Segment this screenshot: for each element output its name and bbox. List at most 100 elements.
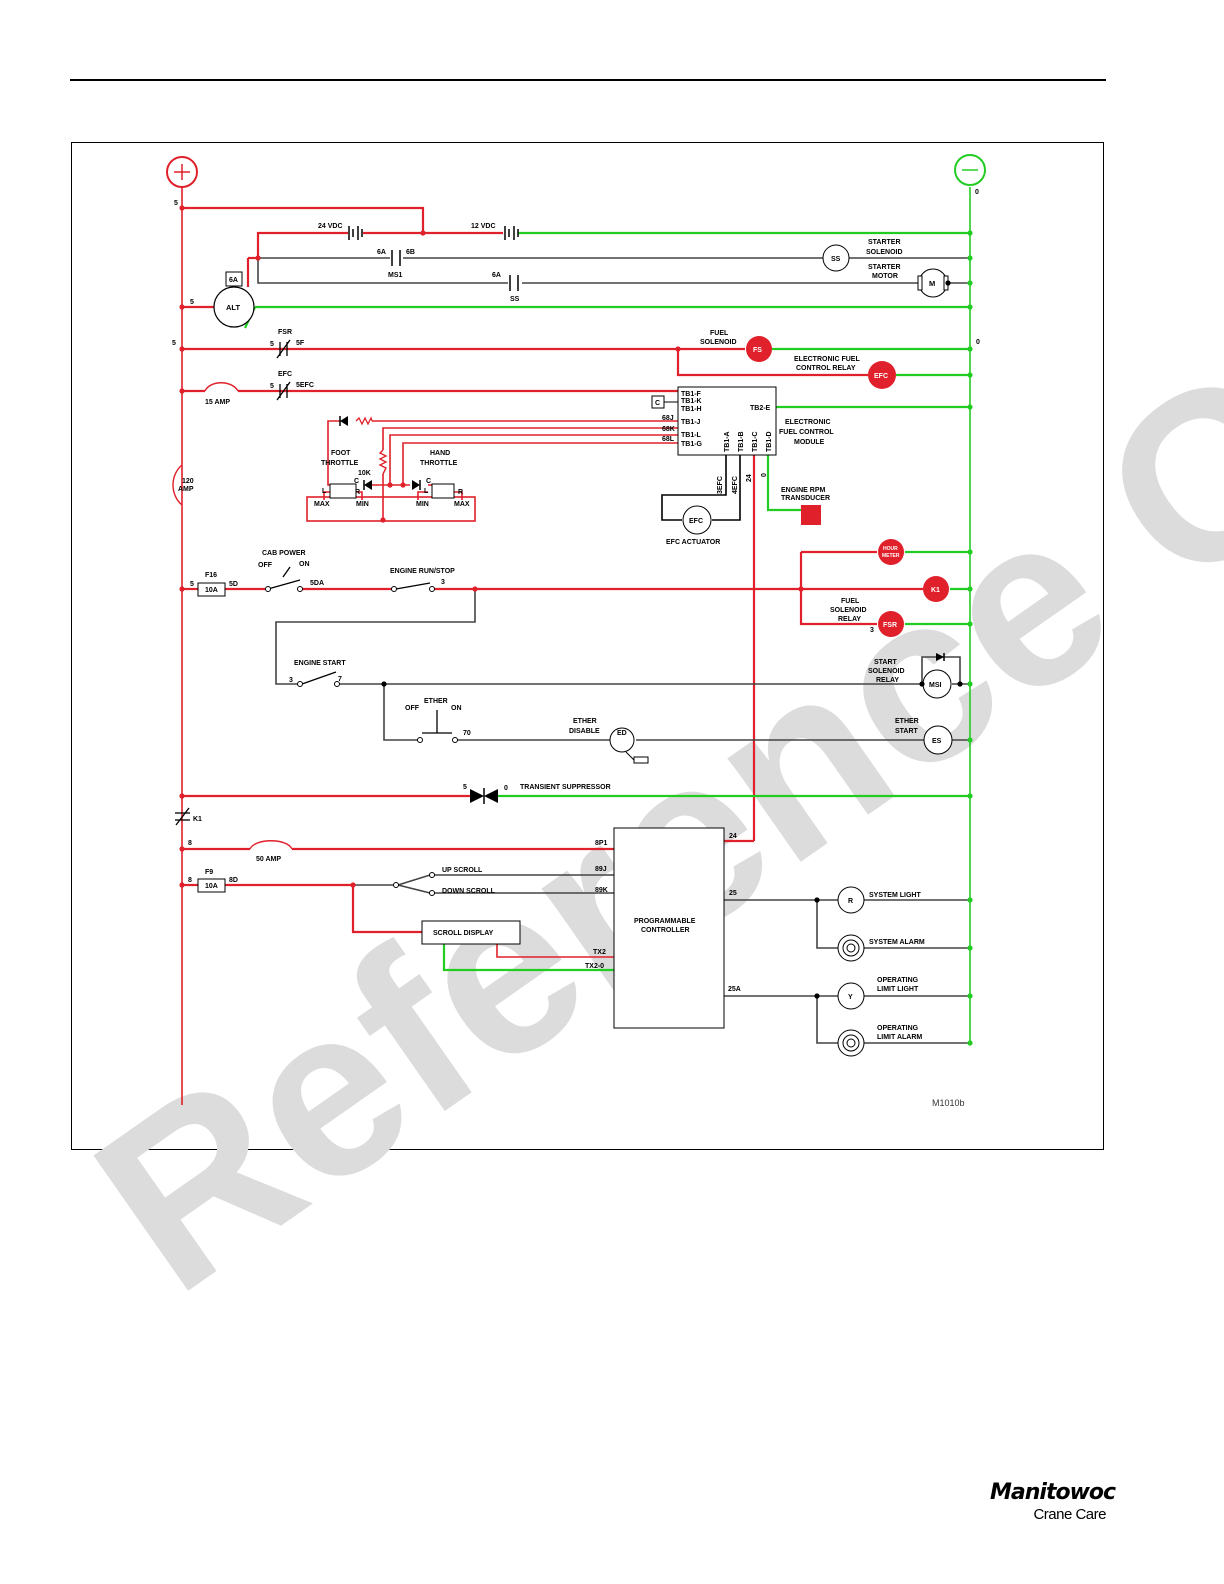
wire-25a: 25A	[728, 986, 741, 993]
tb1-j: TB1-J	[681, 419, 701, 426]
k1-relay-coil	[923, 576, 949, 602]
ssr-l2: SOLENOID	[868, 668, 905, 675]
wire-3-start: 3	[289, 677, 293, 684]
label-24vdc: 24 VDC	[318, 223, 343, 230]
efc-actuator	[682, 505, 712, 535]
m-circle-label: M	[929, 279, 935, 288]
k1-coil-label: K1	[931, 587, 940, 594]
foot-l: L	[322, 488, 327, 495]
tb1-d: TB1-D	[766, 431, 773, 452]
system-light	[837, 886, 865, 914]
op-alarm-l1: OPERATING	[877, 1025, 919, 1032]
battery-24v	[348, 226, 363, 240]
efc-relay-coil	[868, 361, 896, 389]
label-alt: ALT	[226, 303, 240, 312]
label-15amp: 15 AMP	[205, 399, 230, 406]
label-6a-box: 6A	[229, 277, 238, 284]
wire-8p1: 8P1	[595, 840, 608, 847]
wire-tx2: TX2	[593, 949, 606, 956]
ether-start-l1: ETHER	[895, 718, 919, 725]
ether-start-coil	[923, 725, 953, 755]
up-scroll: UP SCROLL	[442, 867, 483, 874]
wire-8d: 8D	[229, 877, 238, 884]
diagram-frame	[71, 142, 1104, 1150]
label-10k: 10K	[358, 470, 371, 477]
wire-3-fsr: 3	[870, 627, 874, 634]
foot-min: MIN	[356, 501, 369, 508]
hour-meter-l2: METER	[882, 553, 900, 559]
plc-l2: CONTROLLER	[641, 927, 690, 934]
tb1-l: TB1-L	[681, 432, 702, 439]
alternator	[213, 286, 255, 328]
fsr-relay-coil	[878, 611, 904, 637]
ss-circle-label: SS	[831, 256, 841, 263]
efc-relay-l1: ELECTRONIC FUEL	[794, 356, 860, 363]
wire-5-top: 5	[174, 200, 178, 207]
wire-68k: 68K	[662, 426, 675, 433]
wire-89k: 89K	[595, 887, 608, 894]
wire-24: 24	[729, 833, 737, 840]
efcm-l3: MODULE	[794, 439, 825, 446]
foot-c: C	[354, 478, 359, 485]
starter-solenoid-l2: SOLENOID	[866, 249, 903, 256]
wire-68j: 68J	[662, 415, 674, 422]
fsr-relay-l1: FUEL	[841, 598, 860, 605]
efc-actuator-label: EFC ACTUATOR	[666, 539, 720, 546]
tb1-g: TB1-G	[681, 441, 703, 448]
rpm-l2: TRANSDUCER	[781, 495, 830, 502]
ether-disable-l2: DISABLE	[569, 728, 600, 735]
tb-c: C	[655, 400, 660, 407]
label-ss: SS	[510, 296, 520, 303]
ether-off: OFF	[405, 705, 420, 712]
cab-on: ON	[299, 561, 310, 568]
resistor-10k	[378, 449, 388, 475]
ed-label: ED	[617, 730, 627, 737]
k1-contact-label: K1	[193, 816, 202, 823]
system-alarm-label: SYSTEM ALARM	[869, 939, 925, 946]
wire-5-efcsw: 5	[270, 383, 274, 390]
tb2-e: TB2-E	[750, 405, 771, 412]
fsr-relay-l2: SOLENOID	[830, 607, 867, 614]
fsr-relay-l3: RELAY	[838, 616, 861, 623]
hand-c: C	[426, 478, 431, 485]
cab-off: OFF	[258, 562, 273, 569]
fuel-solenoid-coil	[746, 336, 772, 362]
fsr-circle-label: FSR	[883, 622, 897, 629]
wire-tx2-0: TX2-0	[585, 963, 604, 970]
label-120amp-l1: 120	[182, 478, 194, 485]
foot-l1: FOOT	[331, 450, 351, 457]
fuse-f16-10a: 10A	[205, 587, 218, 594]
fs-label: FS	[753, 347, 762, 354]
hand-max: MAX	[454, 501, 470, 508]
op-light-l2: LIMIT LIGHT	[877, 986, 919, 993]
efc-relay-circle: EFC	[874, 373, 888, 380]
fuel-solenoid-l2: SOLENOID	[700, 339, 737, 346]
fuse-f9-10a: 10A	[205, 883, 218, 890]
efc-act-circle: EFC	[689, 518, 703, 525]
engine-run-stop: ENGINE RUN/STOP	[390, 568, 455, 575]
fuse-f16	[197, 582, 226, 597]
tb1-h: TB1-H	[681, 406, 702, 413]
logo-brand: Manitowoc	[990, 1480, 1116, 1505]
hand-throttle-pot	[431, 483, 455, 499]
plc-l1: PROGRAMMABLE	[634, 918, 696, 925]
transient-suppressor	[470, 789, 484, 803]
hand-l2: THROTTLE	[420, 460, 458, 467]
tb1-b: TB1-B	[738, 431, 745, 452]
junction-dots	[179, 205, 973, 1046]
label-ms1: MS1	[388, 272, 403, 279]
wire-3efc: 3EFC	[717, 476, 724, 494]
wire-8-a: 8	[188, 840, 192, 847]
ether-disable-l1: ETHER	[573, 718, 597, 725]
wire-0-fsr: 0	[976, 339, 980, 346]
hand-r: R	[458, 489, 463, 496]
wire-6b: 6B	[406, 249, 415, 256]
wire-25: 25	[729, 890, 737, 897]
transient-suppressor-label: TRANSIENT SUPPRESSOR	[520, 784, 611, 791]
ether-sw: ETHER	[424, 698, 448, 705]
hand-l: L	[424, 488, 429, 495]
wire-5efc: 5EFC	[296, 382, 314, 389]
logo-sub: Crane Care	[1033, 1506, 1106, 1523]
operating-limit-alarm	[837, 1029, 865, 1057]
op-alarm-l2: LIMIT ALARM	[877, 1034, 922, 1041]
